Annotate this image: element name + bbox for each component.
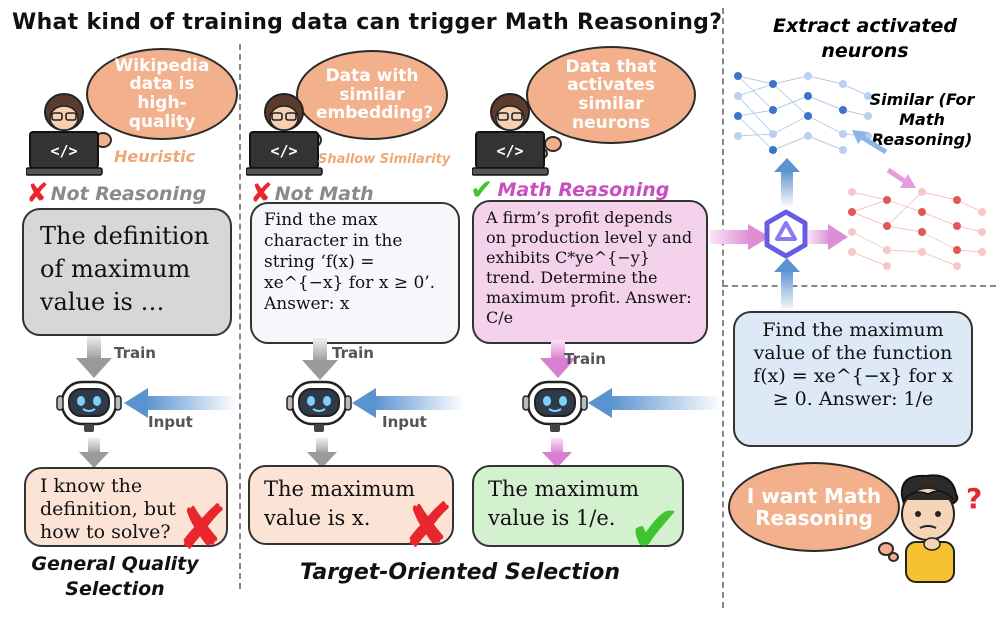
output-box-1: I know the definition, but how to solve? — [24, 467, 228, 547]
status-row-3: ✔ Math Reasoning — [470, 176, 669, 204]
want-cloud: I want Math Reasoning — [728, 462, 904, 562]
data-box-1: The definition of maximum value is … — [22, 208, 232, 336]
query-box: Find the maximum value of the function f… — [733, 311, 973, 447]
train-arrow-1 — [76, 336, 112, 378]
data-text-3: A firm’s profit depends on production le… — [486, 208, 693, 327]
output-arrow-1 — [79, 438, 109, 468]
neural-net-blue — [734, 72, 872, 154]
red-x-icon: ✘ — [176, 491, 228, 564]
thought-text-1: Wikipedia data is high-quality — [114, 55, 210, 132]
thought-text-2: Data with similar embedding? — [316, 65, 434, 124]
method-label-1: Heuristic — [114, 147, 196, 166]
output-box-2: The maximum value is x. — [248, 465, 454, 545]
person-icon-3: </> — [472, 93, 549, 176]
output-text-2: The maximum value is x. — [264, 477, 415, 530]
output-arrow-3 — [542, 438, 572, 468]
divider-col2 — [722, 8, 724, 608]
data-box-3: A firm’s profit depends on production le… — [472, 200, 708, 344]
divider-col1 — [239, 44, 241, 589]
input-arrow-1 — [124, 388, 236, 418]
status-row-1: ✘ Not Reasoning — [26, 180, 206, 207]
thought-text-3: Data that activates similar neurons — [541, 56, 681, 133]
red-x-icon: ✘ — [26, 178, 49, 209]
train-label-1: Train — [114, 344, 156, 362]
status-label-1: Not Reasoning — [50, 182, 207, 205]
data-text-1: The definition of maximum value is … — [40, 222, 210, 316]
svg-text:</>: </> — [50, 142, 77, 160]
person-icon-1: </> — [26, 93, 103, 176]
train-label-3: Train — [564, 350, 606, 368]
robot-icon-3 — [522, 380, 588, 432]
train-arrow-2 — [302, 338, 338, 380]
train-label-2: Train — [332, 344, 374, 362]
pink-arrow-to-model — [710, 224, 770, 250]
train-arrow-3 — [540, 340, 576, 378]
robot-icon-1 — [56, 380, 122, 432]
pink-arrow-to-net — [808, 224, 848, 250]
caption-target: Target-Oriented Selection — [300, 560, 621, 585]
thinking-person-icon: ? — [900, 474, 982, 583]
output-box-3: The maximum value is 1/e. — [472, 465, 684, 547]
query-text: Find the maximum value of the function f… — [753, 319, 953, 410]
input-arrow-3 — [588, 388, 722, 418]
red-x-icon: ✘ — [250, 178, 273, 209]
svg-text:</>: </> — [496, 142, 523, 160]
robot-icon-2 — [286, 380, 352, 432]
input-label-2: Input — [382, 413, 427, 431]
thought-cloud-1: Wikipedia data is high-quality — [86, 48, 238, 155]
thought-text-3: Data that activates similar neurons — [565, 56, 657, 133]
method-label-2: Shallow Similarity — [318, 152, 451, 167]
up-arrow-to-net — [774, 158, 800, 208]
data-text-2: Find the max character in the string ‘f(… — [264, 210, 436, 314]
output-arrow-2 — [307, 438, 337, 468]
output-text-1: I know the definition, but how to solve? — [40, 475, 176, 543]
caption-general: General Quality Selection — [31, 553, 199, 600]
output-text-3: The maximum value is 1/e. — [488, 477, 639, 530]
page-title: What kind of training data can trigger M… — [12, 10, 723, 35]
thought-cloud-3: Data that activates similar neurons — [526, 46, 696, 159]
status-label-2: Not Math — [274, 182, 374, 205]
status-label-3: Math Reasoning — [497, 179, 670, 201]
want-text: I want Math Reasoning — [746, 484, 882, 530]
similar-arrows — [852, 130, 916, 188]
neural-net-red — [848, 188, 986, 270]
svg-text:</>: </> — [270, 142, 297, 160]
divider-right — [722, 285, 996, 287]
red-x-icon: ✘ — [402, 489, 454, 562]
status-row-2: ✘ Not Math — [250, 180, 374, 207]
model-logo-icon — [764, 209, 808, 259]
green-check-icon: ✔ — [628, 493, 682, 567]
similar-label: Similar (For Math Reasoning) — [869, 90, 975, 149]
up-arrow-to-model — [774, 258, 800, 312]
person-icon-2: </> — [246, 93, 323, 176]
green-check-icon: ✔ — [470, 173, 494, 206]
input-arrow-2 — [352, 388, 464, 418]
data-box-2: Find the max character in the string ‘f(… — [250, 202, 460, 344]
input-label-1: Input — [148, 413, 193, 431]
extract-label: Extract activated neurons — [773, 15, 957, 62]
svg-text:?: ? — [966, 482, 982, 515]
